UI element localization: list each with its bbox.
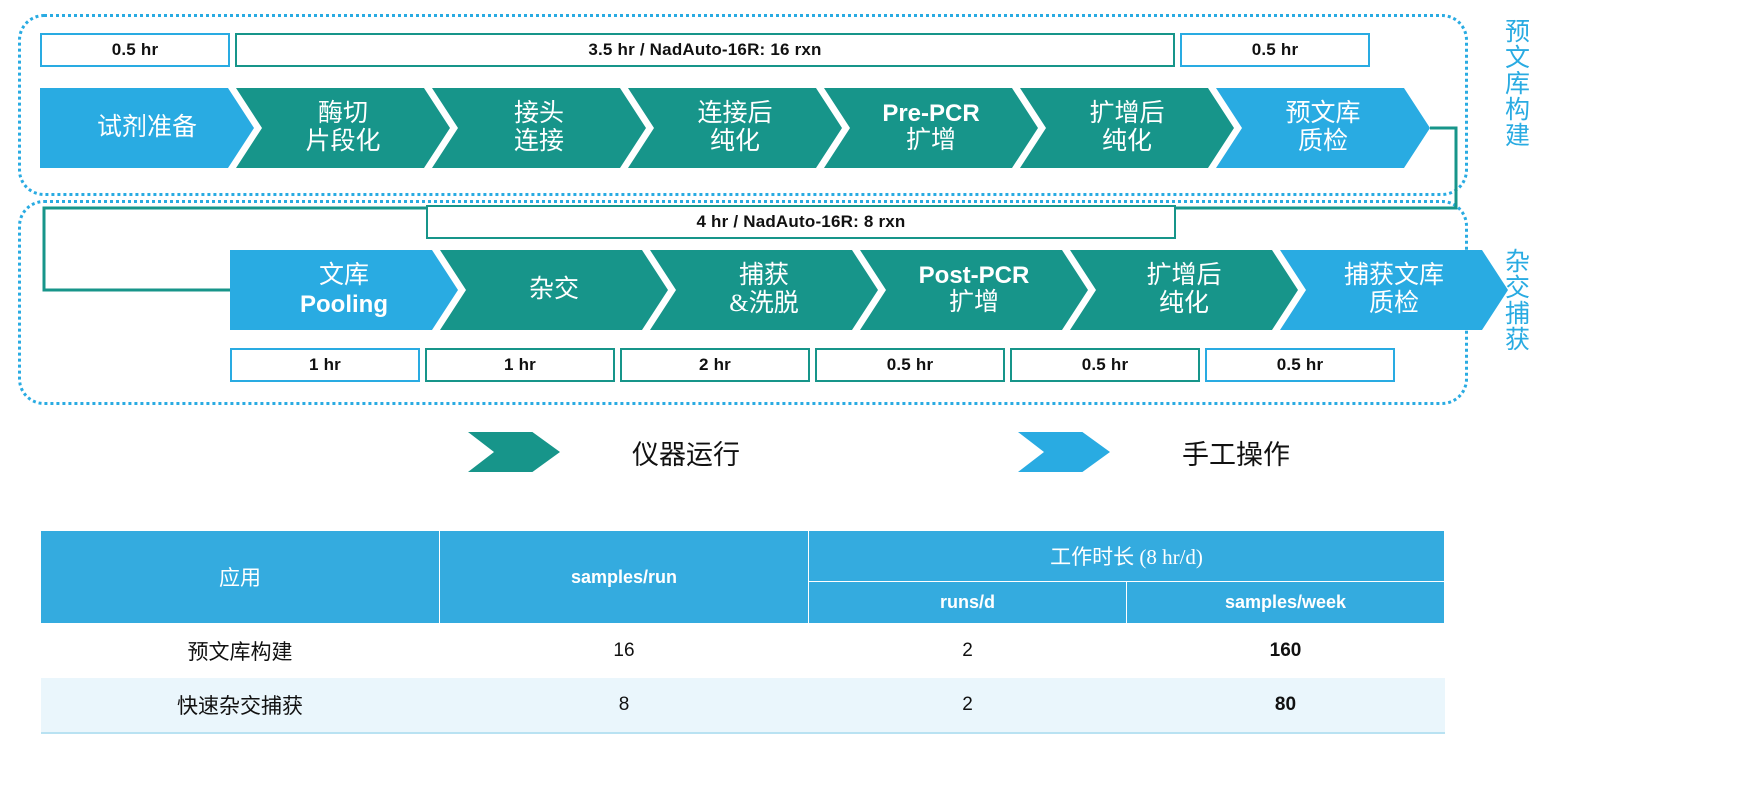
duration-box: 1 hr	[425, 348, 615, 382]
cell-application: 快速杂交捕获	[40, 678, 440, 734]
capture-step-row: 文库 Pooling 杂交 捕获 &洗脱 Post-PCR 扩增 扩增后 纯化 …	[40, 250, 1450, 330]
legend-item-manual: 手工操作	[1018, 432, 1290, 472]
step-label-line2: 纯化	[1101, 128, 1152, 155]
step-label-line1: 连接后	[697, 99, 773, 127]
cell-application: 预文库构建	[187, 640, 293, 664]
step-label-line1: 预文库	[1285, 99, 1361, 127]
workflow-step[interactable]: 连接后 纯化	[628, 88, 842, 168]
column-header-work-duration: 工作时长 (8 hr/d)	[808, 530, 1445, 582]
workflow-step[interactable]: 扩增后 纯化	[1070, 250, 1298, 330]
step-label-line2: 扩增	[948, 289, 999, 317]
capture-duration-bottom-row: 1 hr 1 hr 2 hr 0.5 hr 0.5 hr 0.5 hr	[40, 348, 1450, 382]
legend-item-instrument: 仪器运行	[468, 432, 740, 472]
cell-runs-per-day: 2	[808, 678, 1127, 734]
step-label-line2: Pooling	[300, 290, 388, 318]
side-label-capture: 杂交捕获	[1501, 248, 1529, 352]
prelibrary-duration-row: 0.5 hr 3.5 hr / NadAuto-16R: 16 rxn 0.5 …	[40, 33, 1450, 67]
legend: 仪器运行 手工操作	[0, 432, 1460, 482]
table-row: 快速杂交捕获 8 2 80	[40, 678, 1445, 734]
step-label-line2: 扩增	[905, 127, 956, 155]
step-label-line1: 扩增后	[1089, 99, 1165, 127]
cell-samples-per-run: 8	[439, 678, 809, 734]
step-label-line1: 捕获文库	[1343, 261, 1444, 289]
duration-box: 0.5 hr	[40, 33, 230, 67]
legend-label: 手工操作	[1182, 439, 1290, 470]
workflow-step[interactable]: 接头 连接	[432, 88, 646, 168]
duration-box: 1 hr	[230, 348, 420, 382]
step-label-line1: 杂交	[528, 275, 579, 303]
workflow-step[interactable]: Pre-PCR 扩增	[824, 88, 1038, 168]
legend-swatch-instrument-icon	[468, 432, 560, 472]
duration-box: 0.5 hr	[1180, 33, 1370, 67]
table-header-row-1: 应用 samples/run 工作时长 (8 hr/d)	[40, 530, 1445, 624]
step-label-line1: 接头	[513, 99, 564, 127]
step-label-line2: 质检	[1368, 290, 1419, 317]
duration-box: 4 hr / NadAuto-16R: 8 rxn	[426, 205, 1176, 239]
column-header-application: 应用	[40, 530, 440, 624]
duration-box: 0.5 hr	[1010, 348, 1200, 382]
step-label-line2: &洗脱	[729, 290, 799, 317]
step-label-line1: 文库	[318, 262, 369, 290]
column-header-samples-per-run: samples/run	[439, 530, 809, 624]
workflow-step[interactable]: 杂交	[440, 250, 668, 330]
workflow-step[interactable]: 捕获 &洗脱	[650, 250, 878, 330]
workflow-step[interactable]: 酶切 片段化	[236, 88, 450, 168]
capture-duration-top-row: 4 hr / NadAuto-16R: 8 rxn	[40, 205, 1450, 239]
step-label-line2: 质检	[1297, 128, 1348, 155]
step-label-line1: 试剂准备	[96, 113, 197, 141]
cell-samples-per-week: 160	[1269, 640, 1302, 661]
step-label-line2: 连接	[513, 128, 564, 155]
cell-samples-per-week: 80	[1126, 678, 1445, 734]
duration-box: 3.5 hr / NadAuto-16R: 16 rxn	[235, 33, 1175, 67]
step-label-line2: 片段化	[305, 128, 381, 155]
duration-box: 0.5 hr	[815, 348, 1005, 382]
step-label-line1: Post-PCR	[918, 262, 1030, 290]
table-row: 预文库构建 16 2 160	[41, 624, 1445, 679]
table-header-row-2: runs/d samples/week	[41, 581, 1445, 624]
workflow-step[interactable]: 文库 Pooling	[230, 250, 458, 330]
step-label-line2: 纯化	[1158, 290, 1209, 317]
legend-swatch-manual-icon	[1018, 432, 1110, 472]
step-label-line1: 扩增后	[1146, 261, 1222, 289]
column-header-runs-per-day: runs/d	[808, 581, 1127, 624]
column-header-samples-per-week: samples/week	[1126, 581, 1445, 624]
workflow-step[interactable]: 扩增后 纯化	[1020, 88, 1234, 168]
prelibrary-step-row: 试剂准备 酶切 片段化 接头 连接 连接后 纯化 Pre-PCR 扩增 扩增后 …	[40, 88, 1450, 168]
duration-box: 0.5 hr	[1205, 348, 1395, 382]
step-label-line1: 酶切	[317, 99, 368, 127]
step-label-line2: 纯化	[709, 128, 760, 155]
step-label-line1: Pre-PCR	[882, 100, 980, 128]
throughput-table: 应用 samples/run 工作时长 (8 hr/d) runs/d samp…	[40, 530, 1445, 734]
workflow-step[interactable]: 试剂准备	[40, 88, 254, 168]
cell-samples-per-run: 16	[613, 640, 635, 661]
workflow-step[interactable]: 预文库 质检	[1216, 88, 1430, 168]
cell-runs-per-day: 2	[962, 640, 973, 661]
duration-box: 2 hr	[620, 348, 810, 382]
side-label-prelibrary: 预文库构建	[1501, 18, 1529, 148]
legend-label: 仪器运行	[632, 439, 740, 470]
step-label-line1: 捕获	[738, 261, 789, 289]
workflow-step[interactable]: 捕获文库 质检	[1280, 250, 1508, 330]
workflow-step[interactable]: Post-PCR 扩增	[860, 250, 1088, 330]
